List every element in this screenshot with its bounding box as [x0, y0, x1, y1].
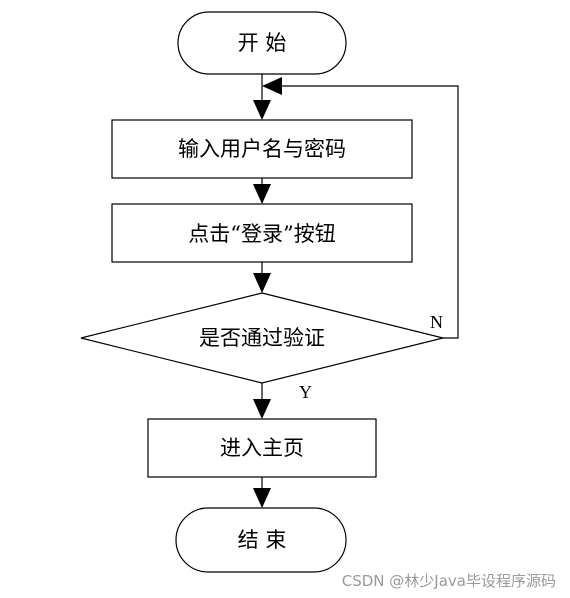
end-node: 结 束 [175, 507, 347, 573]
edge-input-to-click [253, 178, 271, 204]
end-label: 结 束 [238, 528, 287, 552]
edge-start-to-input [253, 74, 271, 120]
input-credentials-label: 输入用户名与密码 [178, 137, 346, 161]
verify-label: 是否通过验证 [199, 326, 325, 350]
verify-decision-node: 是否通过验证 [80, 292, 444, 384]
edge-home-to-end [253, 477, 271, 508]
yes-edge-label: Y [299, 382, 312, 402]
watermark: CSDN @林少Java毕设程序源码 [342, 572, 556, 590]
start-label: 开 始 [238, 31, 287, 55]
start-node: 开 始 [177, 11, 347, 75]
input-credentials-node: 输入用户名与密码 [111, 119, 413, 179]
click-login-node: 点击“登录”按钮 [111, 203, 413, 263]
enter-home-node: 进入主页 [147, 418, 377, 478]
click-login-label: 点击“登录”按钮 [188, 222, 335, 246]
edge-verify-no-loop: N [262, 77, 459, 339]
enter-home-label: 进入主页 [220, 436, 304, 460]
edge-verify-yes: Y [253, 382, 312, 419]
no-edge-label: N [430, 312, 443, 332]
edge-click-to-verify [253, 262, 271, 293]
